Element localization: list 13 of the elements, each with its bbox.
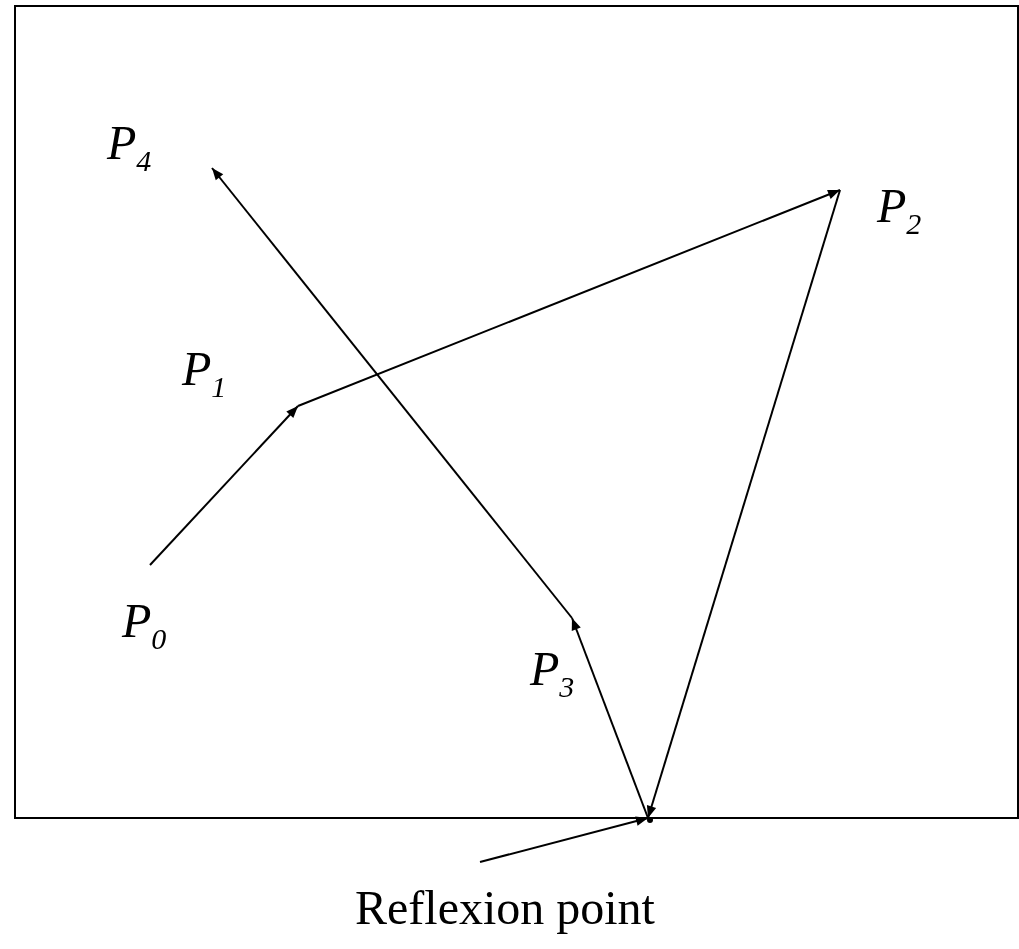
point-label: P$_{3}$ [530,645,575,702]
reflection-point [647,817,653,823]
leader-arrow [479,816,649,863]
arrow [297,189,841,407]
arrow [646,189,841,819]
point-label: P$_{4}$ [107,119,152,176]
point-label: P$_{1}$ [182,345,227,402]
arrow [211,167,573,619]
arrow [571,617,649,819]
caption-text: Reflexion point [355,884,655,932]
point-label: P$_{2}$ [877,182,922,239]
point-label: P$_{0}$ [122,597,167,654]
arrow [149,405,299,566]
